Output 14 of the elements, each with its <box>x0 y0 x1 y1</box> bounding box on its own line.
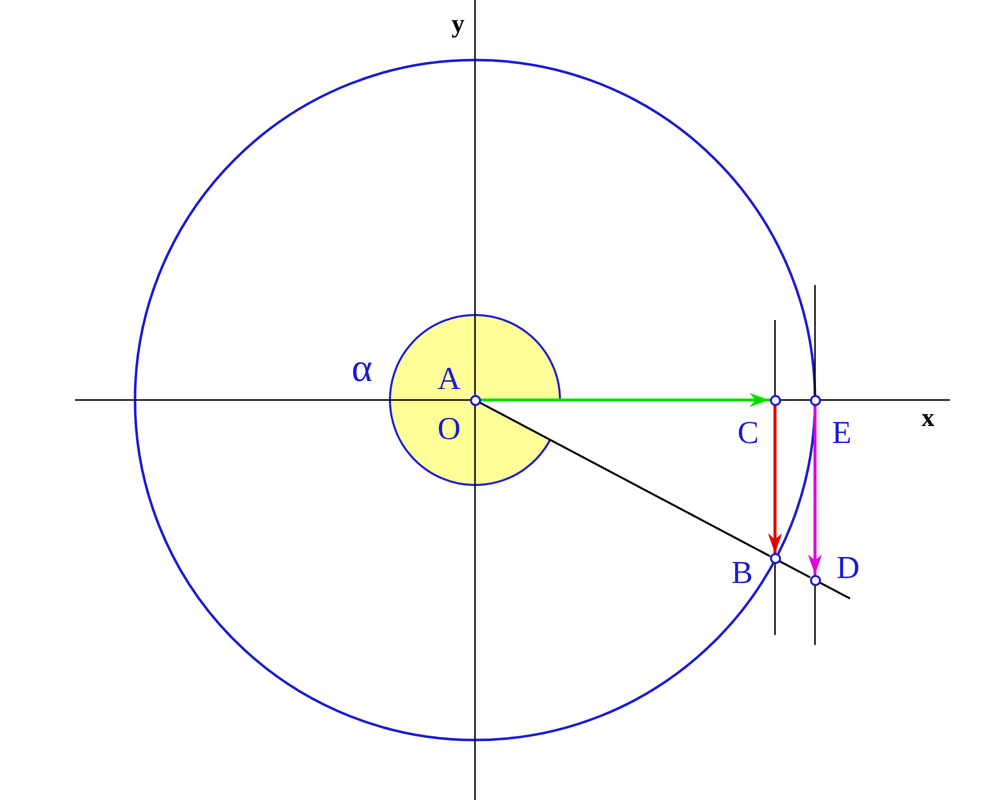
point-label: A <box>438 362 461 394</box>
point-label: C <box>738 416 759 448</box>
arrow <box>480 393 770 407</box>
point-label: B <box>732 556 753 588</box>
point-label: D <box>836 551 860 583</box>
point-label: E <box>832 416 852 448</box>
angle-label: α <box>352 348 372 388</box>
line-segment <box>479 402 771 558</box>
axis-label: x <box>922 405 934 431</box>
point-label: O <box>438 412 461 444</box>
arrow <box>768 406 782 554</box>
line-segment <box>779 560 811 578</box>
axis-label: y <box>452 11 464 37</box>
arrow <box>808 406 822 574</box>
